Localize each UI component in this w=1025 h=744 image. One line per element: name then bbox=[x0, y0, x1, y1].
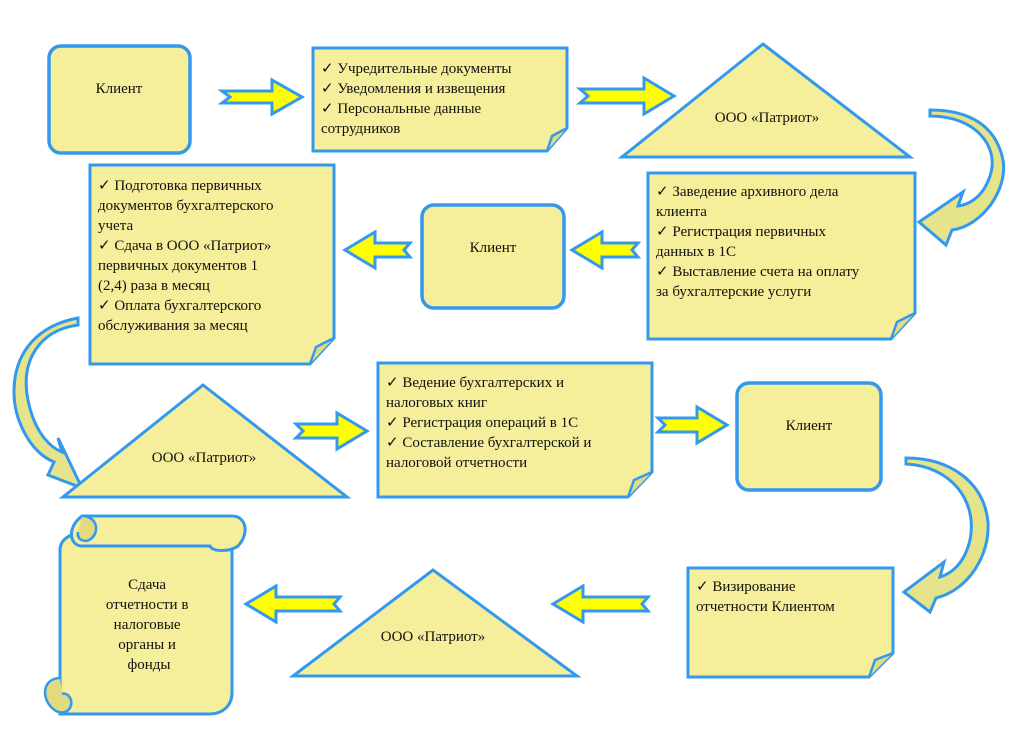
note-prep-line-8: обслуживания за месяц bbox=[98, 318, 248, 334]
note-prep-text: ✓ Подготовка первичных документов бухгал… bbox=[98, 178, 277, 334]
node-patriot-2-label: ООО «Патриот» bbox=[152, 450, 256, 466]
note-archive-line-2: клиента bbox=[656, 204, 707, 220]
note-archive-line-5: ✓ Выставление счета на оплату bbox=[656, 264, 860, 280]
note-archive: ✓ Заведение архивного дела клиента ✓ Рег… bbox=[646, 171, 917, 341]
note-books: ✓ Ведение бухгалтерских и налоговых книг… bbox=[376, 361, 654, 499]
scroll-submit-line-5: фонды bbox=[128, 657, 171, 673]
node-patriot-3: ООО «Патриот» bbox=[288, 568, 582, 678]
note-docs-line-1: ✓ Учредительные документы bbox=[321, 61, 511, 77]
note-books-line-3: ✓ Регистрация операций в 1С bbox=[386, 415, 578, 431]
note-prep: ✓ Подготовка первичных документов бухгал… bbox=[88, 163, 336, 366]
note-books-text: ✓ Ведение бухгалтерских и налоговых книг… bbox=[386, 375, 595, 471]
scroll-submit-line-3: налоговые bbox=[114, 617, 181, 633]
arrow-left-3 bbox=[550, 583, 652, 625]
note-books-line-5: налоговой отчетности bbox=[386, 455, 527, 471]
note-archive-line-1: ✓ Заведение архивного дела bbox=[656, 184, 839, 200]
note-prep-line-2: документов бухгалтерского bbox=[98, 198, 274, 214]
note-prep-line-7: ✓ Оплата бухгалтерского bbox=[98, 298, 261, 314]
note-prep-line-3: учета bbox=[98, 218, 133, 234]
arrow-right-2 bbox=[576, 75, 677, 117]
note-docs-line-3: ✓ Персональные данные bbox=[321, 101, 482, 117]
note-archive-line-3: ✓ Регистрация первичных bbox=[656, 224, 827, 240]
note-visa-text: ✓ Визирование отчетности Клиентом bbox=[696, 579, 835, 615]
note-visa-line-1: ✓ Визирование bbox=[696, 579, 796, 595]
note-archive-text: ✓ Заведение архивного дела клиента ✓ Рег… bbox=[656, 184, 863, 300]
arrow-right-1 bbox=[217, 77, 306, 117]
scroll-submit-line-2: отчетности в bbox=[106, 597, 189, 613]
note-docs-line-2: ✓ Уведомления и извещения bbox=[321, 81, 506, 97]
note-prep-line-1: ✓ Подготовка первичных bbox=[98, 178, 262, 194]
note-archive-line-4: данных в 1С bbox=[656, 244, 736, 260]
arrow-left-1 bbox=[569, 229, 642, 271]
arrow-right-4 bbox=[654, 404, 730, 446]
note-docs-text: ✓ Учредительные документы ✓ Уведомления … bbox=[321, 61, 515, 137]
note-prep-line-5: первичных документов 1 bbox=[98, 258, 258, 274]
curved-arrow-right-1 bbox=[916, 108, 1006, 248]
arrow-left-4 bbox=[243, 583, 344, 625]
note-books-line-2: налоговых книг bbox=[386, 395, 487, 411]
node-patriot-2: ООО «Патриот» bbox=[58, 383, 352, 499]
node-patriot-1: ООО «Патриот» bbox=[617, 42, 915, 159]
node-client-2-label: Клиент bbox=[470, 240, 517, 256]
scroll-submit-line-1: Сдача bbox=[128, 577, 166, 593]
note-books-line-4: ✓ Составление бухгалтерской и bbox=[386, 435, 591, 451]
node-patriot-1-label: ООО «Патриот» bbox=[715, 110, 819, 126]
curved-arrow-right-2 bbox=[901, 456, 990, 615]
note-docs: ✓ Учредительные документы ✓ Уведомления … bbox=[311, 46, 569, 153]
arrow-left-2 bbox=[342, 229, 414, 271]
curved-arrow-left-1 bbox=[12, 316, 85, 491]
arrow-right-3 bbox=[292, 410, 370, 452]
node-patriot-3-label: ООО «Патриот» bbox=[381, 629, 485, 645]
note-prep-line-4: ✓ Сдача в ООО «Патриот» bbox=[98, 238, 271, 254]
note-prep-line-6: (2,4) раза в месяц bbox=[98, 278, 210, 294]
node-client-3-label: Клиент bbox=[786, 418, 833, 434]
note-visa: ✓ Визирование отчетности Клиентом bbox=[686, 566, 895, 679]
note-archive-line-6: за бухгалтерские услуги bbox=[656, 284, 811, 300]
scroll-submit: Сдача отчетности в налоговые органы и фо… bbox=[43, 514, 247, 716]
note-books-line-1: ✓ Ведение бухгалтерских и bbox=[386, 375, 564, 391]
scroll-submit-line-4: органы и bbox=[118, 637, 176, 653]
note-visa-line-2: отчетности Клиентом bbox=[696, 599, 835, 615]
note-docs-line-4: сотрудников bbox=[321, 121, 400, 137]
node-client-2: Клиент bbox=[420, 203, 566, 310]
node-client-1-label: Клиент bbox=[96, 81, 143, 97]
scroll-submit-text: Сдача отчетности в налоговые органы и фо… bbox=[106, 577, 192, 673]
node-client-3: Клиент bbox=[735, 381, 883, 492]
node-client-1: Клиент bbox=[47, 44, 192, 155]
